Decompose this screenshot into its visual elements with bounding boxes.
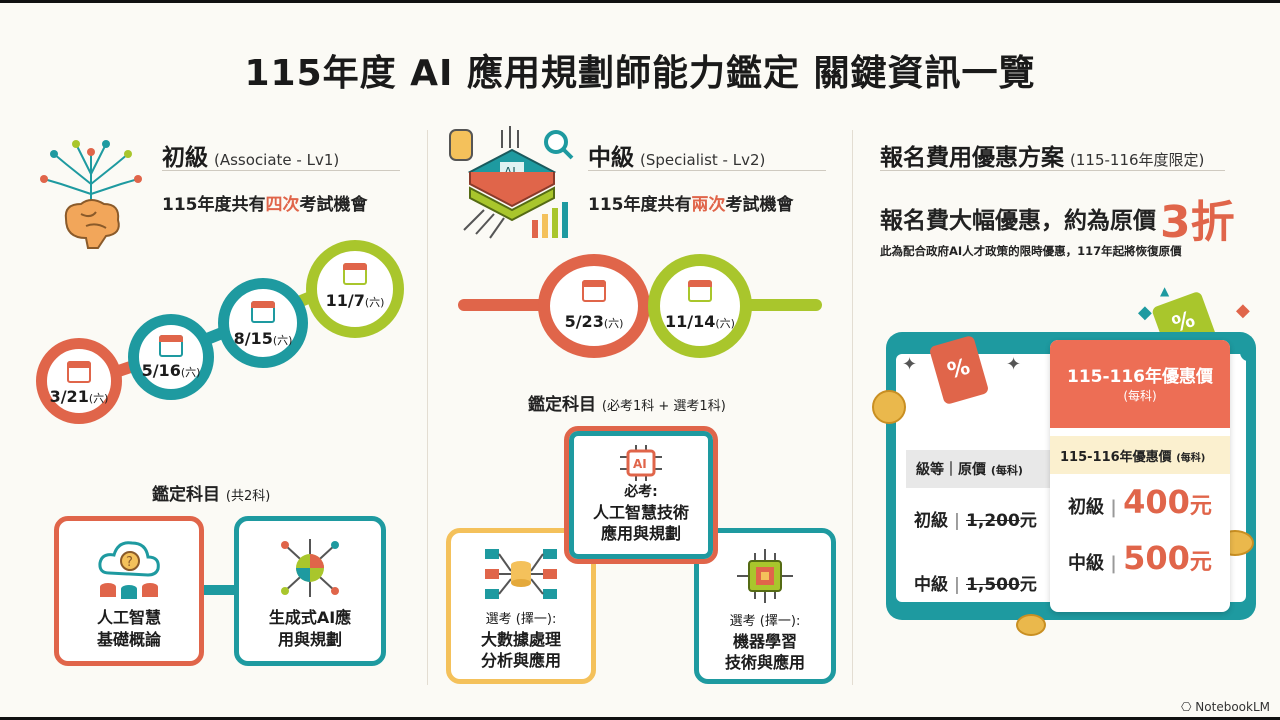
calendar-icon [343, 263, 367, 285]
card-dot [1240, 343, 1256, 361]
exam-date: 11/7(六) [325, 291, 385, 310]
exam-date: 11/14(六) [665, 312, 735, 331]
promo-price-panel: 115-116年優惠價 (每科) 115-116年優惠價 (每科) 初級 | 4… [1050, 340, 1230, 612]
date-ring-4: 11/7(六) [306, 240, 404, 338]
date-ring-3: 8/15(六) [218, 278, 308, 368]
column-divider [427, 130, 428, 685]
associate-exam-count: 115年度共有四次考試機會 [162, 190, 368, 215]
coin-icon [1016, 614, 1046, 636]
confetti-icon: ▲ [1160, 284, 1170, 298]
fees-note: 此為配合政府AI人才政策的限時優惠，117年起將恢復原價 [880, 244, 1182, 258]
promo-row-associate: 初級 | 400元 [1068, 483, 1212, 521]
associate-sub-post: 考試機會 [299, 195, 368, 215]
calendar-icon [251, 301, 275, 323]
associate-name: 初級 [162, 145, 208, 171]
calendar-icon [159, 335, 183, 357]
promo-col-header-bg [1050, 436, 1230, 474]
svg-text:AI: AI [633, 457, 647, 471]
big-data-icon [485, 549, 557, 599]
coin-icon [872, 390, 906, 424]
subject-box-genai: 生成式AI應用與規劃 [234, 516, 386, 666]
elective-name: 選考 (擇一):大數據處理分析與應用 [480, 612, 561, 671]
promo-row-specialist: 中級 | 500元 [1068, 539, 1212, 577]
elective-name: 選考 (擇一):機器學習技術與應用 [724, 614, 805, 673]
promo-col-header: 115-116年優惠價 (每科) [1060, 450, 1206, 465]
svg-text:?: ? [126, 555, 133, 570]
fees-headline: 報名費大幅優惠，約為原價3折 [880, 197, 1235, 248]
subject-name: 生成式AI應用與規劃 [268, 608, 352, 649]
specialist-subjects-label: 鑑定科目 (必考1科 + 選考1科) [528, 395, 726, 415]
sparkle-icon: ✦ [902, 354, 918, 375]
associate-header: 初級 (Associate - Lv1) [162, 138, 339, 172]
exam-date: 5/16(六) [141, 361, 201, 380]
column-divider [852, 130, 853, 685]
calendar-icon [688, 280, 712, 302]
exam-date: 8/15(六) [233, 329, 293, 348]
associate-sub-pre: 115年度共有 [162, 195, 266, 215]
associate-sub-highlight: 四次 [265, 195, 300, 215]
calendar-icon [67, 361, 91, 383]
page-title: 115年度 AI 應用規劃師能力鑑定 關鍵資訊一覽 [244, 53, 1036, 94]
elective-box-ml: 選考 (擇一):機器學習技術與應用 [694, 528, 836, 684]
fees-underline [880, 170, 1225, 171]
ai-chip-icon: AI [620, 445, 662, 481]
specialist-header: 中級 (Specialist - Lv2) [588, 138, 765, 172]
confetti-icon: ◆ [1138, 302, 1152, 323]
cloud-database-icon: ? [98, 541, 160, 599]
promo-header: 115-116年優惠價 (每科) [1050, 340, 1230, 428]
spec-date-ring-1: 5/23(六) [538, 254, 650, 358]
specialist-exam-count: 115年度共有兩次考試機會 [588, 195, 794, 215]
ai-server-icon: AI [449, 126, 574, 239]
ml-chip-icon [737, 549, 793, 603]
original-price-header-bg [906, 450, 1074, 488]
required-name: 必考:人工智慧技術應用與規劃 [592, 484, 689, 544]
exam-date: 3/21(六) [49, 387, 109, 406]
associate-underline [162, 170, 400, 171]
fees-header: 報名費用優惠方案(115-116年度限定) [880, 145, 1205, 171]
associate-subjects-label: 鑑定科目 (共2科) [152, 485, 271, 505]
subject-connector [198, 585, 240, 595]
orig-row-associate: 初級 | 1,200元 [914, 511, 1037, 531]
specialist-name: 中級 [588, 145, 634, 171]
original-col-header: 級等｜原價 (每科) [916, 462, 1023, 478]
subject-name: 人工智慧基礎概論 [96, 608, 161, 649]
spec-date-ring-2: 11/14(六) [648, 254, 752, 358]
associate-tag: (Associate - Lv1) [214, 151, 340, 169]
date-ring-2: 5/16(六) [128, 314, 214, 400]
specialist-underline [588, 170, 826, 171]
date-ring-1: 3/21(六) [36, 338, 122, 424]
confetti-icon: ◆ [1236, 300, 1250, 321]
specialist-timeline-right [730, 299, 822, 311]
orig-row-specialist: 中級 | 1,500元 [914, 575, 1037, 595]
subject-box-ai-basics: ? 人工智慧基礎概論 [54, 516, 204, 666]
calendar-icon [582, 280, 606, 302]
sparkle-icon: ✦ [1006, 354, 1022, 375]
exam-date: 5/23(六) [564, 312, 624, 331]
generative-ai-icon [281, 539, 339, 597]
required-box-ai-tech: AI 必考:人工智慧技術應用與規劃 [564, 426, 718, 564]
ai-brain-icon [40, 140, 142, 249]
notebooklm-watermark: ⎔ NotebookLM [1181, 700, 1270, 714]
specialist-tag: (Specialist - Lv2) [640, 151, 766, 169]
